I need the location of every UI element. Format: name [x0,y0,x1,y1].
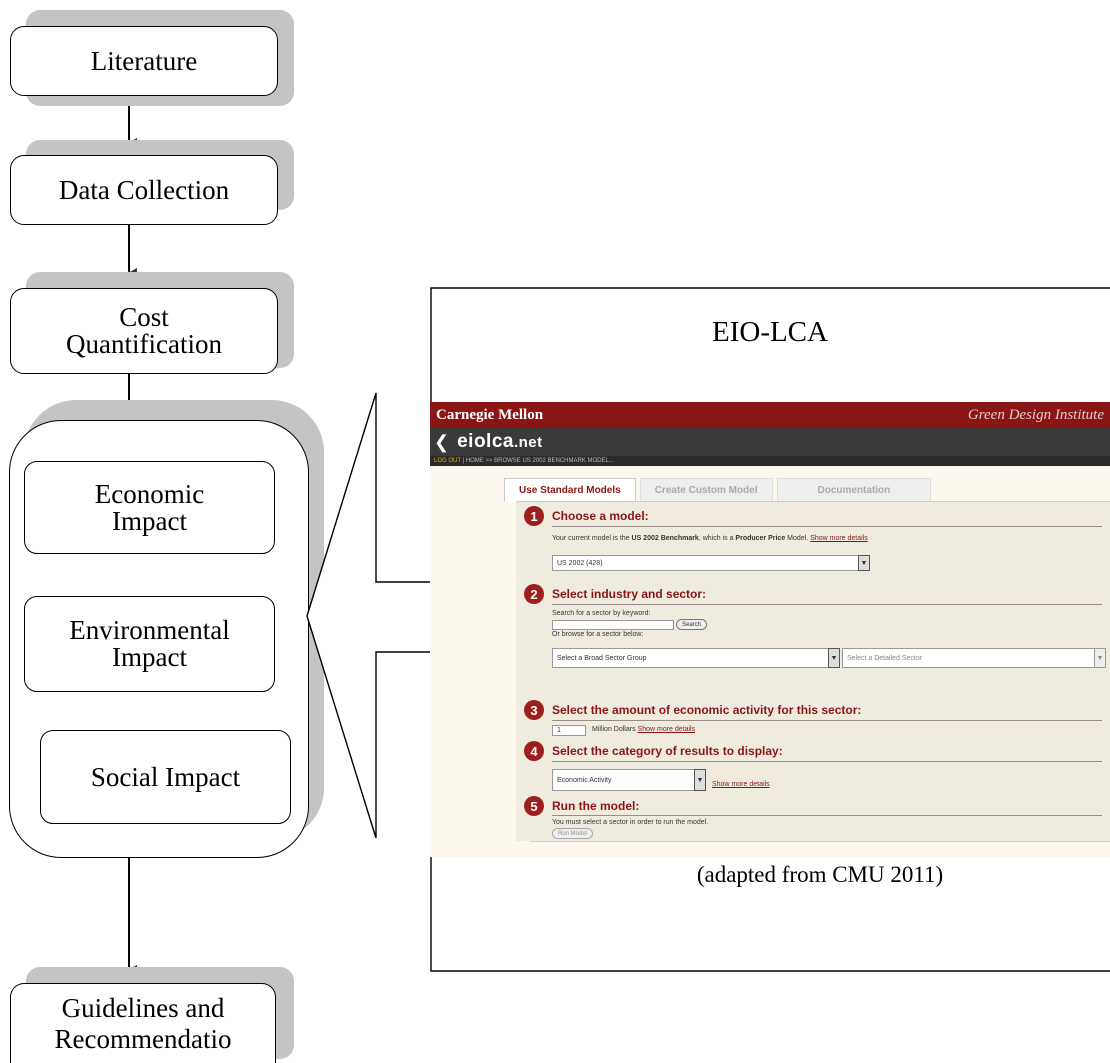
step-1-text-c: , which is a [698,535,736,542]
step-4-details-link[interactable]: Show more details [712,781,770,788]
step-2-rule [552,604,1102,605]
environmental-label-line2: Impact [112,642,187,672]
run-model-button[interactable]: Run Model [552,828,594,839]
back-chevron-icon[interactable]: ❮ [434,431,450,452]
step-1-rule [552,526,1102,527]
site-suffix: .net [513,434,543,451]
unit-label: Million Dollars [592,726,636,733]
guidelines-label-line2: Recommendatio [54,1023,232,1054]
browse-label: Or browse for a sector below: [552,631,644,638]
cost-quantification-box: Cost Quantification [10,288,278,374]
data-collection-box: Data Collection [10,155,278,225]
tab-use-standard-models[interactable]: Use Standard Models [504,478,636,502]
step-5-text: You must select a sector in order to run… [552,819,709,826]
step-2-heading: 2 Select industry and sector: [524,584,706,604]
search-label: Search for a sector by keyword: [552,610,651,617]
results-category-arrow-icon[interactable]: ▼ [694,769,706,791]
step-5-title: Run the model: [552,799,640,813]
eiolca-screenshot: Carnegie Mellon Green Design Institute ❮… [430,402,1110,857]
search-button[interactable]: Search [676,619,708,630]
step-5-heading: 5 Run the model: [524,796,639,816]
economic-activity-input[interactable]: 1 [552,725,586,736]
panel-bottom-bar [530,841,1110,842]
step-1-text-b: US 2002 Benchmark [631,535,699,542]
step-3-heading: 3 Select the amount of economic activity… [524,700,861,720]
economic-label-line1: Economic [94,478,205,509]
guidelines-label-line1: Guidelines and [61,992,225,1023]
results-category-select[interactable]: Economic Activity ▼ [552,769,706,791]
site-bar: ❮ eiolca.net [430,428,1110,456]
step-2-number: 2 [524,584,544,604]
step-1-number: 1 [524,506,544,526]
step-2-title: Select industry and sector: [552,587,707,601]
results-category-value: Economic Activity [557,776,612,784]
step-3-number: 3 [524,700,544,720]
step-4-rule [552,761,1102,762]
step-4-details: Show more details [712,781,770,788]
callout-caption: (adapted from CMU 2011) [696,862,944,887]
detailed-sector-arrow-icon[interactable]: ▼ [1094,648,1106,668]
site-title: eiolca.net [457,431,543,453]
broad-sector-value: Select a Broad Sector Group [557,654,647,662]
step-5-rule [552,815,1102,816]
step-3-details-link[interactable]: Show more details [637,726,696,733]
cmu-header: Carnegie Mellon Green Design Institute [430,402,1110,428]
step-1-title: Choose a model: [552,509,649,523]
step-5-number: 5 [524,796,544,816]
model-select-arrow-icon[interactable]: ▼ [858,555,870,571]
breadcrumb: LOG OUT | HOME >> BROWSE US 2002 BENCHMA… [430,456,1110,466]
cost-label-line1: Cost [119,302,169,332]
sector-search-input[interactable] [552,620,674,630]
broad-sector-select[interactable]: Select a Broad Sector Group ▼ [552,648,840,668]
model-select-value: US 2002 (428) [557,559,603,567]
model-select[interactable]: US 2002 (428) ▼ [552,555,870,571]
environmental-impact-box: Environmental Impact [24,596,275,692]
economic-impact-box: Economic Impact [24,461,275,554]
detailed-sector-value: Select a Detailed Sector [847,654,923,662]
step-1-text-d: Producer Price [735,535,786,542]
step-1-heading: 1 Choose a model: [524,506,649,526]
step-4-heading: 4 Select the category of results to disp… [524,741,783,761]
literature-box: Literature [10,26,278,96]
step-1-description: Your current model is the US 2002 Benchm… [552,535,868,542]
social-label: Social Impact [90,761,241,792]
breadcrumb-path[interactable]: | HOME >> BROWSE US 2002 BENCHMARK MODEL… [460,458,614,464]
step-1-details-link[interactable]: Show more details [810,535,868,542]
economic-label-line2: Impact [112,505,187,536]
step-1-text-e: Model. [785,535,809,542]
tab-create-custom-model[interactable]: Create Custom Model [639,478,773,502]
cmu-brand: Carnegie Mellon [436,406,544,423]
social-impact-box: Social Impact [40,730,291,824]
step-3-title: Select the amount of economic activity f… [552,703,862,717]
callout-title: EIO-LCA [712,316,828,348]
green-design-logo: Green Design Institute [967,406,1104,423]
detailed-sector-select[interactable]: Select a Detailed Sector ▼ [842,648,1106,668]
model-tabs: Use Standard Models Create Custom Model … [504,478,935,502]
step-1-text-a: Your current model is the [552,535,632,542]
step-3-rule [552,720,1102,721]
step-4-number: 4 [524,741,544,761]
step-4-title: Select the category of results to displa… [552,744,783,758]
data-collection-label: Data Collection [58,174,230,205]
tab-documentation[interactable]: Documentation [776,478,932,502]
environmental-label-line1: Environmental [69,615,230,645]
economic-activity-value: 1 [557,727,561,734]
literature-label: Literature [90,45,198,76]
guidelines-box: Guidelines and Recommendatio [10,983,276,1063]
model-panel: 1 Choose a model: Your current model is … [516,501,1110,842]
site-name: eiolca [457,431,514,452]
broad-sector-arrow-icon[interactable]: ▼ [828,648,840,668]
cost-label-line2: Quantification [66,329,222,359]
logout-link[interactable]: LOG OUT [434,458,461,464]
economic-activity-unit: Million Dollars Show more details [592,726,695,733]
